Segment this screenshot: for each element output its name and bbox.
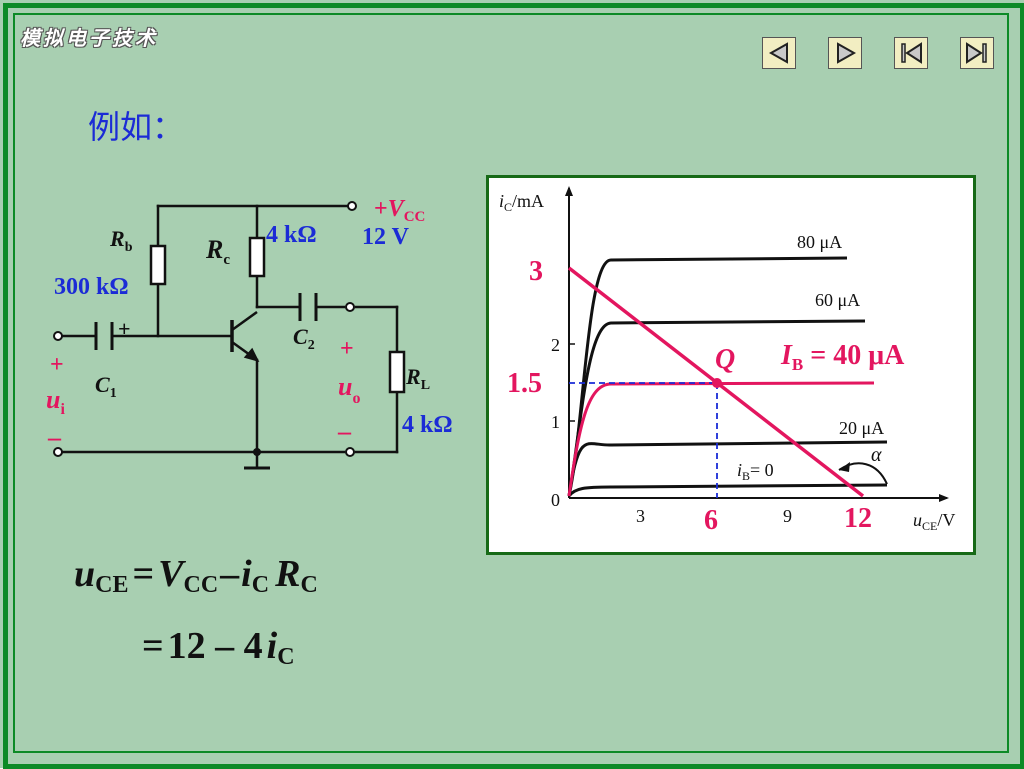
x-tick-9: 9	[783, 506, 792, 526]
capacitor-c1	[94, 322, 114, 350]
curve-ib0	[567, 483, 888, 497]
uo-label: uo	[338, 372, 360, 407]
load-line-x-intercept: 12	[844, 503, 872, 534]
capacitor-c2	[298, 293, 318, 321]
alpha-label: α	[871, 444, 882, 466]
q-x-value: 6	[704, 505, 718, 536]
curve-label-20ua: 20 μA	[839, 418, 884, 438]
curve-label-ib0: iB= 0	[737, 460, 774, 483]
resistor-rb	[149, 244, 167, 286]
junction-dot	[253, 448, 261, 456]
output-characteristics-panel: iC/mA uCE/V 0 1 2 3 9	[486, 175, 976, 555]
next-slide-button[interactable]	[828, 37, 862, 69]
c2-label: C2	[293, 324, 315, 353]
first-slide-button[interactable]	[894, 37, 928, 69]
y-axis-label: iC/mA	[499, 191, 544, 214]
y-tick-2: 2	[551, 335, 560, 355]
uo-minus: –	[337, 417, 352, 446]
characteristic-curves	[567, 256, 888, 497]
ui-label: ui	[46, 385, 65, 418]
rc-label: Rc	[205, 235, 230, 268]
amplifier-circuit: Rb 300 kΩ Rc 4 kΩ +VCC 12 V + C1 C2 RL 4…	[46, 196, 453, 470]
curve-40ua	[567, 381, 875, 497]
y-tick-1: 1	[551, 412, 560, 432]
ib-40ua-label: IB = 40 μA	[780, 340, 905, 374]
load-line-y-intercept: 3	[529, 256, 543, 287]
course-title: 模拟电子技术	[20, 26, 158, 50]
uo-plus: +	[340, 336, 354, 362]
q-label: Q	[715, 344, 735, 375]
alpha-arrow-icon	[839, 462, 850, 472]
rb-value: 300 kΩ	[54, 274, 129, 300]
c1-polarity: +	[118, 316, 131, 341]
x-tick-3: 3	[636, 506, 645, 526]
c1-label: C1	[95, 372, 117, 401]
terminals	[53, 201, 357, 457]
last-slide-button[interactable]	[960, 37, 994, 69]
vcc-label: +VCC	[374, 196, 425, 225]
first-icon	[901, 42, 922, 64]
ui-plus: +	[50, 352, 64, 378]
output-characteristics-chart: iC/mA uCE/V 0 1 2 3 9	[499, 186, 955, 536]
prev-icon	[768, 42, 788, 64]
example-label: 例如：	[88, 108, 185, 146]
curve-label-80ua: 80 μA	[797, 232, 842, 252]
transistor	[230, 310, 260, 362]
prev-slide-button[interactable]	[762, 37, 796, 69]
vcc-value: 12 V	[362, 224, 410, 250]
curve-label-60ua: 60 μA	[815, 290, 860, 310]
resistor-rl	[388, 350, 406, 394]
ui-minus: –	[47, 423, 62, 452]
x-axis-label: uCE/V	[913, 510, 955, 533]
rl-label: RL	[405, 364, 430, 393]
rb-label: Rb	[109, 226, 133, 255]
q-point	[712, 378, 722, 388]
resistor-rc	[248, 236, 266, 278]
last-icon	[966, 42, 987, 64]
rl-value: 4 kΩ	[402, 412, 453, 438]
q-y-value: 1.5	[507, 368, 542, 399]
next-icon	[837, 42, 857, 64]
y-tick-0: 0	[551, 490, 560, 510]
rc-value: 4 kΩ	[266, 222, 317, 248]
